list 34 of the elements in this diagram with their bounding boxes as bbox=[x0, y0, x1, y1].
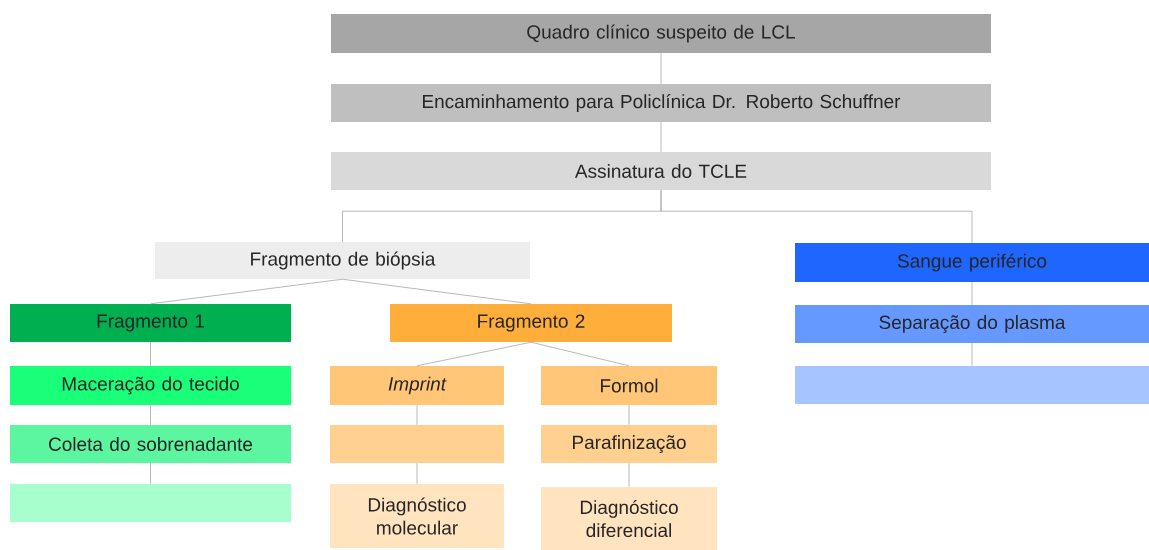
connector-line bbox=[416, 404, 418, 426]
connector-line bbox=[971, 342, 973, 367]
connector-line bbox=[530, 341, 630, 367]
process-box: Parafinização bbox=[541, 425, 717, 463]
connector-line bbox=[660, 52, 662, 85]
process-box: Fragmento 2 bbox=[390, 304, 672, 342]
connector-line bbox=[660, 121, 662, 153]
connector-line bbox=[150, 278, 343, 305]
process-box bbox=[330, 425, 504, 463]
connector-line bbox=[416, 462, 418, 485]
connector-line bbox=[628, 404, 630, 426]
connector-line bbox=[150, 404, 151, 426]
process-box: Encaminhamento para Policlínica Dr. Roberto Schuffner bbox=[331, 84, 991, 122]
process-box: Diagnóstico molecular bbox=[330, 484, 504, 548]
process-box bbox=[10, 484, 291, 522]
connector-line bbox=[150, 341, 151, 367]
process-box: Separação do plasma bbox=[795, 305, 1149, 343]
connector-line bbox=[971, 281, 973, 306]
process-box: Quadro clínico suspeito de LCL bbox=[331, 14, 991, 53]
process-box: Assinatura do TCLE bbox=[331, 152, 991, 190]
process-box: Sangue periférico bbox=[795, 243, 1149, 282]
process-box: Fragmento 1 bbox=[10, 304, 291, 342]
connector-line bbox=[416, 341, 532, 367]
connector-line bbox=[342, 278, 532, 305]
process-box: Coleta do sobrenadante bbox=[10, 425, 291, 463]
process-box: Maceração do tecido bbox=[10, 366, 291, 405]
connector-line bbox=[660, 189, 973, 244]
connector-line bbox=[628, 462, 630, 488]
process-box: Diagnóstico diferencial bbox=[541, 487, 717, 550]
process-box: Fragmento de biópsia bbox=[155, 242, 530, 279]
connector-line bbox=[150, 462, 151, 485]
process-box: Formol bbox=[541, 366, 717, 405]
process-box: Imprint bbox=[330, 366, 504, 405]
process-box bbox=[795, 366, 1149, 404]
